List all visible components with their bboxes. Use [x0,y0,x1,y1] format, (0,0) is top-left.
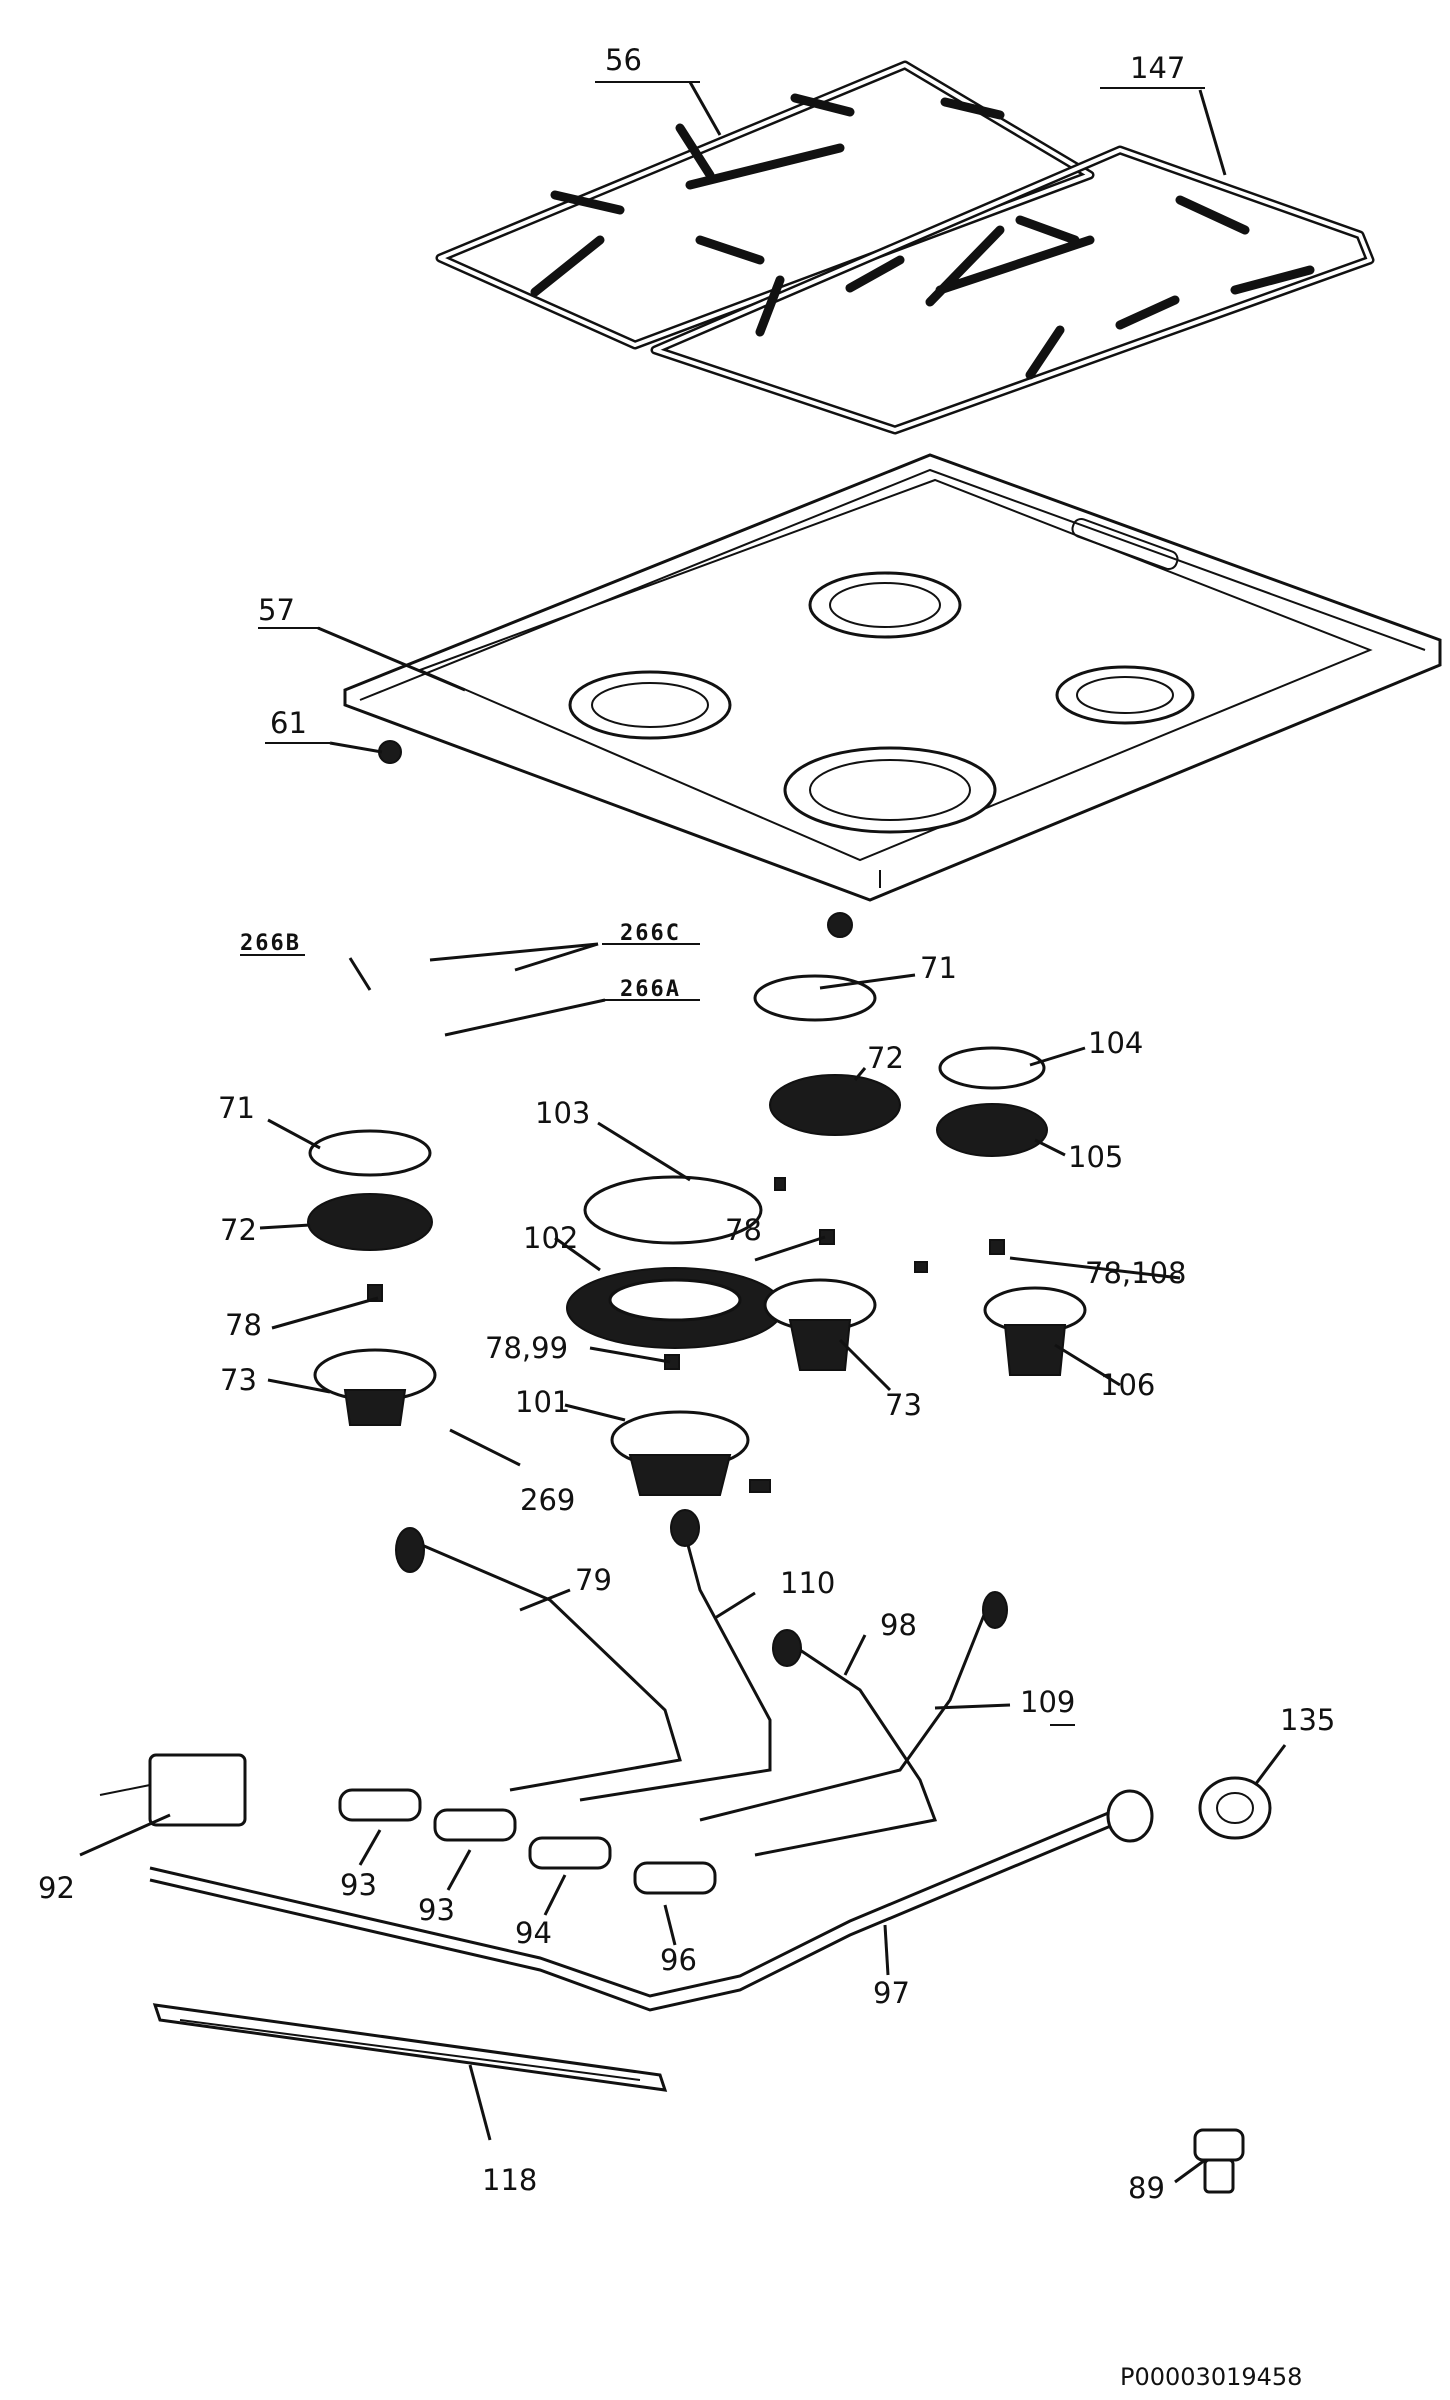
part-labels: 56 147 57 61 266B 266C 266A 71 104 72 71… [38,43,1335,2391]
label-147: 147 [1130,51,1185,85]
label-97: 97 [873,1976,910,2010]
leader-lines [79,81,1287,2184]
label-266c: 266C [620,921,681,946]
label-73-left: 73 [220,1363,257,1397]
label-106: 106 [1100,1368,1155,1402]
label-78-108: 78,108 [1085,1256,1186,1290]
label-98: 98 [880,1608,917,1642]
pan-support-grids [435,60,1375,435]
label-61: 61 [270,706,307,740]
label-135: 135 [1280,1703,1335,1737]
label-73: 73 [885,1388,922,1422]
label-96: 96 [660,1943,697,1977]
label-89: 89 [1128,2171,1165,2205]
label-93: 93 [340,1868,377,1902]
label-266a: 266A [620,977,681,1002]
label-118: 118 [482,2163,537,2197]
label-101: 101 [515,1385,570,1419]
label-93-second: 93 [418,1893,455,1927]
label-92: 92 [38,1871,75,1905]
label-110: 110 [780,1566,835,1600]
label-71: 71 [920,951,957,985]
label-72-left: 72 [220,1213,257,1247]
label-56: 56 [605,43,642,77]
label-78: 78 [725,1213,762,1247]
label-104: 104 [1088,1026,1143,1060]
label-266b: 266B [240,931,301,956]
hob-top-panel [343,453,1442,938]
label-94: 94 [515,1916,552,1950]
label-78-left: 78 [225,1308,262,1342]
gas-pipes [149,1509,1154,2012]
label-57: 57 [258,593,295,627]
label-102: 102 [523,1221,578,1255]
label-269: 269 [520,1483,575,1517]
label-71-left: 71 [218,1091,255,1125]
burner-parts [307,974,1087,1496]
valves-and-fittings [99,1753,1272,2194]
label-103: 103 [535,1096,590,1130]
diagram-code: P00003019458 [1120,2363,1302,2391]
label-109: 109 [1020,1685,1075,1719]
label-78-99: 78,99 [485,1331,568,1365]
label-72: 72 [867,1041,904,1075]
label-79: 79 [575,1563,612,1597]
label-105: 105 [1068,1140,1123,1174]
